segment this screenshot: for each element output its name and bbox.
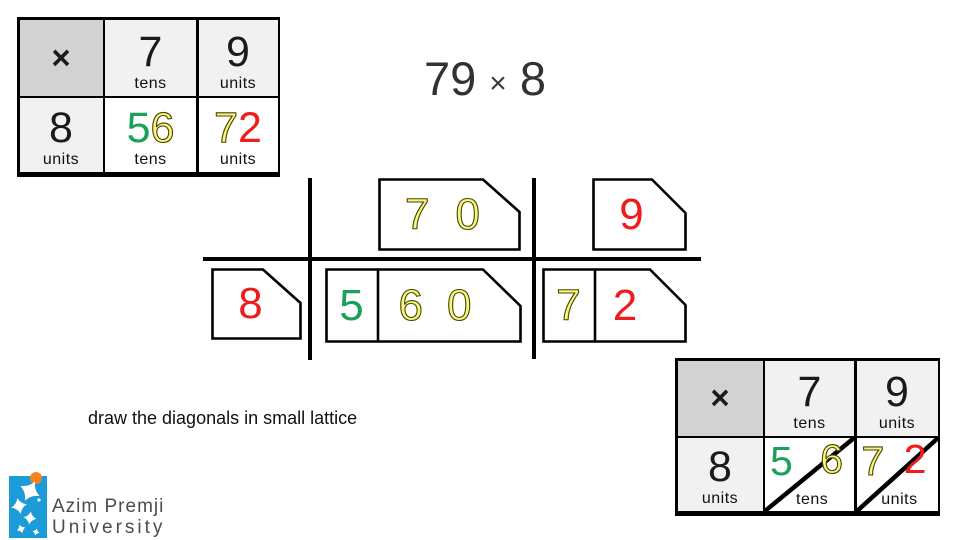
title-multiplicand: 79 (424, 52, 477, 105)
tens-label: tens (134, 151, 167, 168)
multiply-icon: × (710, 379, 730, 416)
multiply-sign-cell: × (19, 19, 103, 96)
header-cell-tens: 7 tens (765, 360, 854, 436)
digit-5-green: 5 (126, 104, 151, 152)
page-title: 79 × 8 (424, 55, 546, 102)
multiplier-cell: 8 units (677, 438, 763, 511)
multiply-icon: × (489, 67, 507, 100)
lattice-card-multiplier: 8 (211, 268, 302, 340)
lattice-horizontal-line (203, 257, 701, 261)
carry-digit-7-yellow: 7 (556, 280, 582, 330)
diagonal-line (765, 438, 854, 511)
tens-label: tens (134, 74, 167, 92)
digit-0-yellow: 0 (455, 189, 481, 239)
digit-8-red: 8 (238, 279, 263, 328)
digit-8: 8 (49, 104, 73, 152)
digit-2-red: 2 (238, 104, 262, 152)
header-cell-units: 9 units (856, 360, 938, 436)
product-units-cell-diagonal: 7 2 units (856, 438, 938, 511)
digit-6-yellow: 6 (150, 104, 175, 152)
multiply-sign-cell: × (677, 360, 763, 436)
multiply-icon: × (51, 38, 71, 76)
university-logo-text: Azim Premji University (52, 496, 165, 538)
logo-line-1: Azim Premji (52, 496, 165, 517)
digit-6-yellow: 6 (398, 280, 424, 330)
carry-digit-5-green: 5 (339, 280, 364, 330)
lattice-vertical-line-2 (532, 178, 536, 359)
digit-9: 9 (885, 367, 909, 416)
header-cell-units: 9 units (198, 19, 278, 96)
digit-0-yellow: 0 (446, 280, 472, 330)
digit-7-yellow: 7 (214, 104, 239, 152)
digit-2-red: 2 (612, 280, 638, 330)
lattice-card-top-tens: 7 0 (378, 178, 521, 251)
units-label: units (878, 414, 916, 432)
tens-label: tens (796, 491, 829, 508)
logo-line-2: University (52, 517, 166, 538)
university-logo-mark (9, 472, 47, 538)
logo-orange-dot (30, 472, 42, 484)
lattice-card-bottom-tens: 5 6 0 (325, 268, 522, 343)
digit-2-red: 2 (903, 438, 927, 482)
digit-7: 7 (797, 367, 822, 416)
units-label: units (42, 151, 80, 168)
digit-7-yellow: 7 (861, 438, 885, 484)
instruction-caption: draw the diagonals in small lattice (88, 408, 358, 428)
header-cell-tens: 7 tens (105, 19, 196, 96)
small-lattice-table-bottom: × 7 tens 9 units 8 units 5 6 tens 7 2 un… (675, 358, 940, 516)
product-tens-cell-diagonal: 5 6 tens (765, 438, 854, 511)
small-lattice-table-top: × 7 tens 9 units 8 units 5 6 tens 7 2 un… (17, 17, 280, 177)
digit-9: 9 (226, 27, 250, 76)
digit-5-green: 5 (770, 438, 793, 484)
digit-7: 7 (138, 27, 163, 76)
units-label: units (881, 491, 918, 508)
digit-8: 8 (708, 443, 732, 491)
title-multiplier: 8 (519, 52, 546, 105)
digit-7-yellow: 7 (404, 189, 430, 239)
lattice-card-bottom-units: 7 2 (542, 268, 687, 343)
multiplier-cell: 8 units (19, 98, 103, 172)
units-label: units (701, 490, 739, 507)
tens-label: tens (793, 414, 826, 432)
units-label: units (219, 74, 257, 92)
lattice-card-top-units: 9 (592, 178, 687, 251)
product-tens-cell: 5 6 tens (105, 98, 196, 172)
digit-9-red: 9 (619, 189, 644, 239)
units-label: units (219, 151, 257, 168)
product-units-cell: 7 2 units (198, 98, 278, 172)
diagonal-line (856, 438, 938, 511)
digit-6-yellow: 6 (820, 438, 844, 482)
lattice-vertical-line-1 (308, 178, 312, 360)
